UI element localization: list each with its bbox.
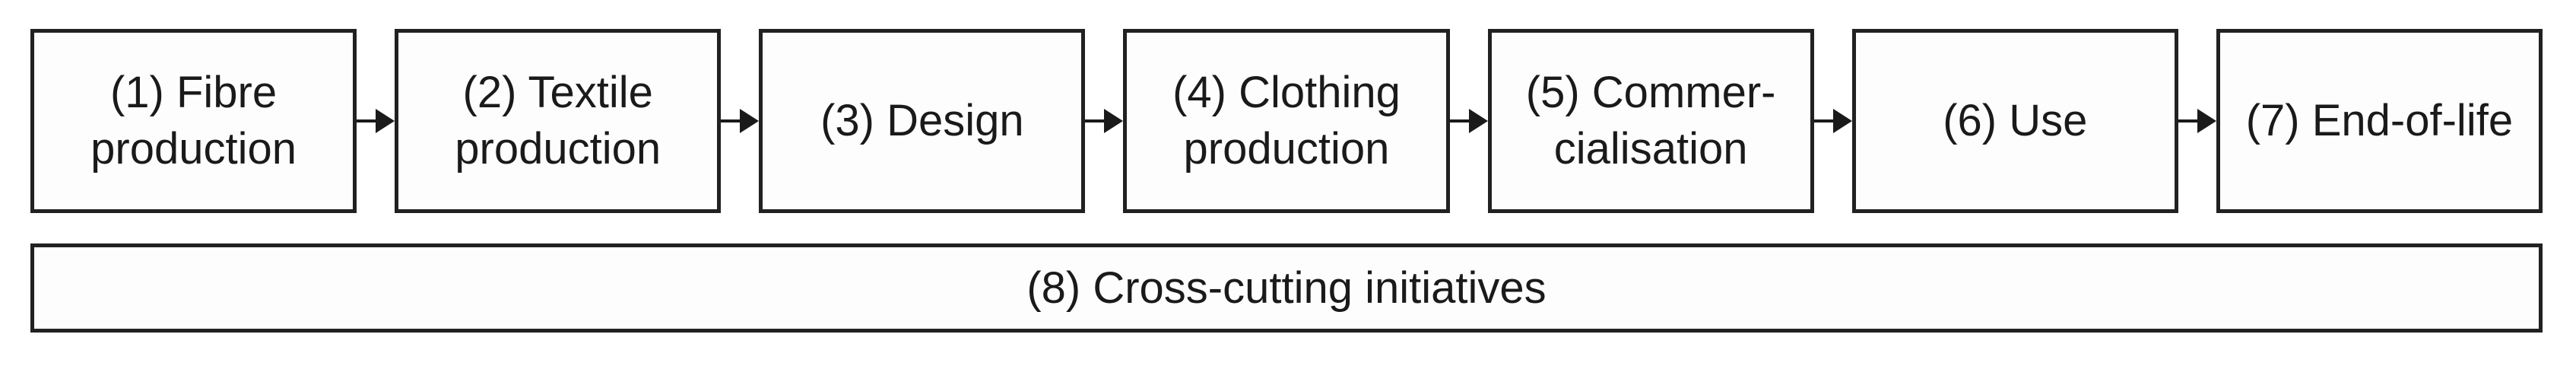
flow-connector	[1449, 29, 1488, 213]
arrow-line	[357, 119, 376, 123]
process-box-label: (3) Design	[820, 95, 1024, 145]
flow-connector	[357, 29, 395, 213]
arrow-right-icon	[2197, 109, 2216, 133]
process-box-commercialisation: (5) Commer- cialisation	[1487, 29, 1814, 213]
arrow-line	[721, 119, 741, 123]
process-box-design: (3) Design	[759, 29, 1086, 213]
process-box-label: (7) End-of-life	[2245, 95, 2514, 145]
process-box-label: (1) Fibre production	[90, 67, 297, 173]
process-box-label: (2) Textile production	[455, 67, 661, 173]
flow-connector	[1813, 29, 1852, 213]
arrow-line	[1813, 119, 1833, 123]
arrow-right-icon	[740, 109, 760, 133]
arrow-right-icon	[376, 109, 395, 133]
flow-connector	[2178, 29, 2216, 213]
arrow-line	[2178, 119, 2197, 123]
arrow-line	[1449, 119, 1469, 123]
arrow-line	[1085, 119, 1105, 123]
lifecycle-chain-row: (1) Fibre production (2) Textile product…	[30, 29, 2543, 213]
arrow-right-icon	[1832, 109, 1852, 133]
process-box-label: (6) Use	[1943, 95, 2088, 145]
flow-connector	[721, 29, 760, 213]
process-box-label: (5) Commer- cialisation	[1525, 67, 1776, 173]
cross-cutting-initiatives-box: (8) Cross-cutting initiatives	[30, 243, 2543, 333]
process-box-end-of-life: (7) End-of-life	[2216, 29, 2543, 213]
arrow-right-icon	[1104, 109, 1124, 133]
process-box-fibre-production: (1) Fibre production	[30, 29, 357, 213]
process-box-clothing-production: (4) Clothing production	[1123, 29, 1450, 213]
process-box-use: (6) Use	[1851, 29, 2178, 213]
process-box-label: (4) Clothing production	[1172, 67, 1401, 173]
cross-cutting-label: (8) Cross-cutting initiatives	[1026, 263, 1547, 313]
flow-connector	[1085, 29, 1124, 213]
arrow-right-icon	[1468, 109, 1488, 133]
process-box-textile-production: (2) Textile production	[395, 29, 722, 213]
